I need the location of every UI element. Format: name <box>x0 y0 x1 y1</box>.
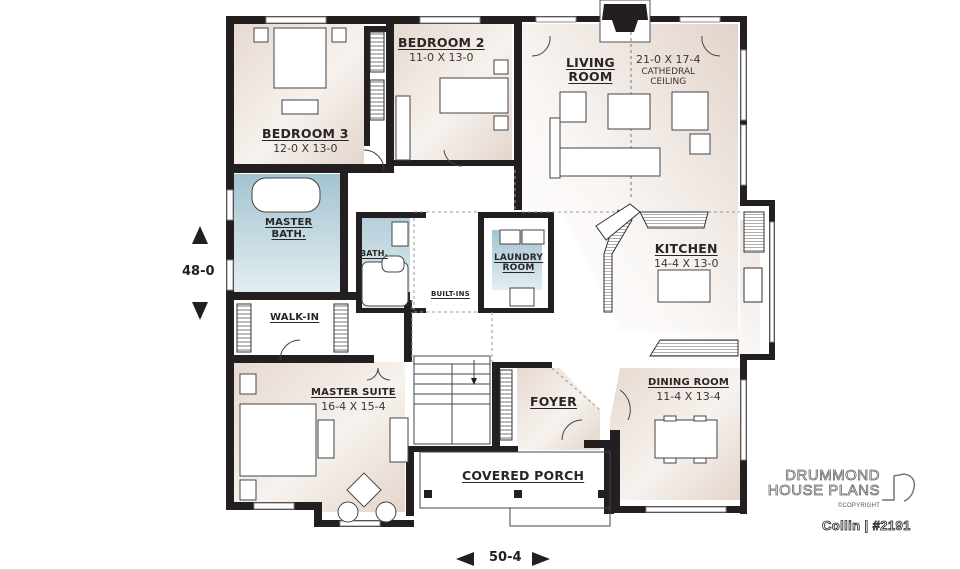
room-name-bath: BATH. <box>360 249 388 258</box>
room-label-built-ins: BUILT-INS <box>431 290 470 298</box>
room-label-kitchen: KITCHEN 14-4 X 13-0 <box>654 241 719 271</box>
room-info-living-room: 21-0 X 17-4 CATHEDRAL CEILING <box>636 52 700 87</box>
depth-arrow-up-icon <box>192 226 208 244</box>
room-name-master-bath-line2: BATH. <box>271 228 307 240</box>
overall-depth-label: 48-0 <box>182 264 215 279</box>
room-name-living-line2: ROOM <box>568 69 613 85</box>
room-note-living-line1: CATHEDRAL <box>641 66 696 77</box>
width-arrow-left-icon <box>456 552 474 566</box>
room-name-living-line1: LIVING <box>566 55 615 70</box>
brand-wordmark: DRUMMOND HOUSE PLANS ©COPYRIGHT <box>767 467 880 514</box>
width-arrow-right-icon <box>532 552 550 566</box>
overall-width-label: 50-4 <box>489 550 522 565</box>
room-name-covered-porch: COVERED PORCH <box>462 468 585 483</box>
room-name-master-bath-line1: MASTER <box>265 217 313 228</box>
plan-id-label: Collin | #2191 <box>822 518 911 534</box>
room-label-living-room: LIVING ROOM <box>566 55 615 85</box>
room-label-dining-room: DINING ROOM 11-4 X 13-4 <box>648 377 729 403</box>
room-name-laundry-line2: ROOM <box>502 263 535 274</box>
room-dims-dining: 11-4 X 13-4 <box>656 389 721 403</box>
room-label-bath: BATH. <box>360 249 388 258</box>
room-note-living-line2: CEILING <box>650 76 687 87</box>
room-label-walk-in: WALK-IN <box>270 312 319 324</box>
room-label-master-suite: MASTER SUITE 16-4 X 15-4 <box>311 387 396 413</box>
room-label-covered-porch: COVERED PORCH <box>462 468 585 483</box>
room-name-walk-in: WALK-IN <box>270 312 320 323</box>
room-label-laundry: LAUNDRY ROOM <box>494 253 543 274</box>
brand-line1: DRUMMOND <box>785 467 880 484</box>
room-dims-kitchen: 14-4 X 13-0 <box>654 257 719 271</box>
room-label-master-bath: MASTER BATH. <box>265 217 312 240</box>
room-dims-master-suite: 16-4 X 15-4 <box>321 399 386 413</box>
brand-line2: HOUSE PLANS <box>767 482 880 499</box>
room-name-bedroom-2: BEDROOM 2 <box>398 35 485 50</box>
brand-logo-icon <box>882 473 916 502</box>
room-dims-living: 21-0 X 17-4 <box>636 53 701 66</box>
room-name-bedroom-3: BEDROOM 3 <box>262 126 349 141</box>
depth-arrow-down-icon <box>192 302 208 320</box>
room-name-laundry-line1: LAUNDRY <box>494 253 544 263</box>
room-label-bedroom-2: BEDROOM 2 11-0 X 13-0 <box>398 35 485 65</box>
room-name-kitchen: KITCHEN <box>654 241 718 256</box>
room-name-built-ins: BUILT-INS <box>431 290 470 298</box>
room-name-master-suite: MASTER SUITE <box>311 387 396 398</box>
room-name-dining: DINING ROOM <box>648 377 730 388</box>
room-dims-bedroom-2: 11-0 X 13-0 <box>409 51 474 65</box>
room-name-foyer: FOYER <box>530 394 577 409</box>
room-label-foyer: FOYER <box>530 394 577 409</box>
brand-copyright: ©COPYRIGHT <box>837 503 880 509</box>
room-label-bedroom-3: BEDROOM 3 12-0 X 13-0 <box>262 126 349 156</box>
room-dims-bedroom-3: 12-0 X 13-0 <box>273 142 338 156</box>
